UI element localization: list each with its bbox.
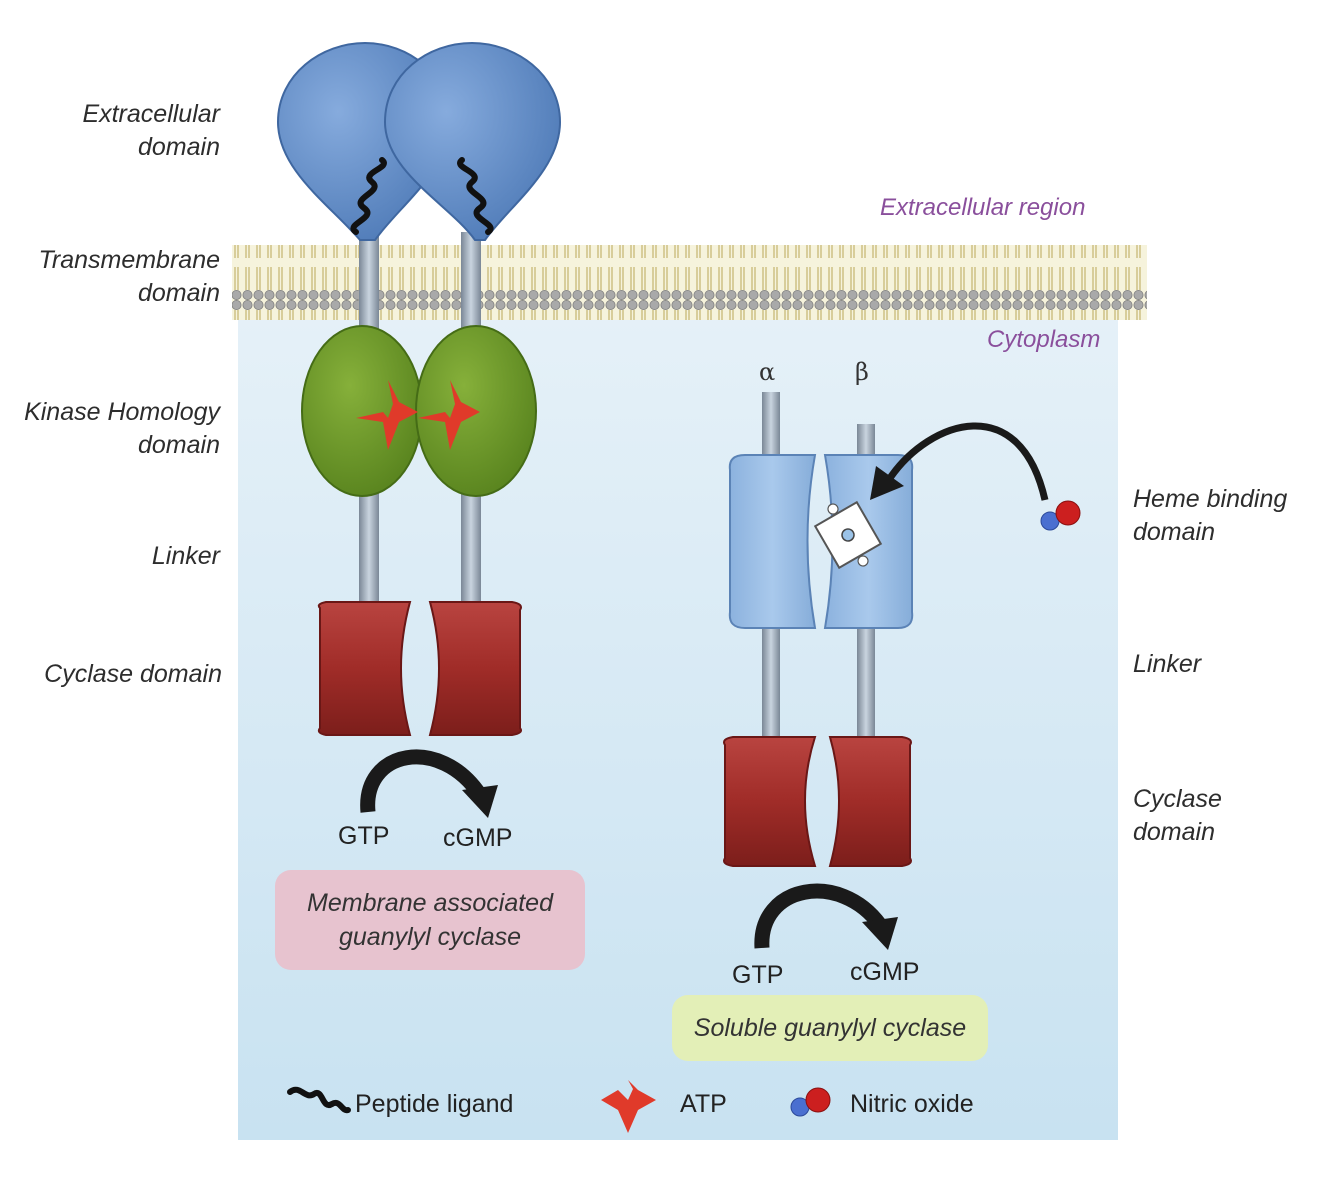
extracellular-domain-right xyxy=(383,41,562,241)
heme-group xyxy=(813,500,883,570)
cyclase-domain-beta xyxy=(828,736,912,867)
nitric-oxide-arrowhead xyxy=(870,466,904,500)
soluble-cyclase-title-box: Soluble guanylyl cyclase xyxy=(672,995,988,1061)
legend-nitric-oxide-label: Nitric oxide xyxy=(850,1090,974,1118)
label-transmembrane-domain: Transmembrane domain xyxy=(38,246,220,307)
nitric-oxide-o xyxy=(1055,500,1081,526)
reaction-arrow-soluble xyxy=(754,883,887,949)
label-cytoplasm: Cytoplasm xyxy=(987,326,1101,353)
legend-peptide-ligand-label: Peptide ligand xyxy=(355,1090,514,1118)
label-kinase-homology-domain: Kinase Homology domain xyxy=(24,398,220,459)
membrane-guanylyl-cyclase xyxy=(276,41,562,818)
transmembrane-stalk-left xyxy=(359,232,379,332)
nitric-oxide-arrow xyxy=(887,422,1049,501)
transmembrane-stalk-right xyxy=(461,232,481,332)
cyclase-domain-left xyxy=(317,601,412,736)
membrane-cgmp-label: cGMP xyxy=(443,824,513,852)
lipid-bilayer xyxy=(232,245,1147,320)
membrane-cyclase-title-box: Membrane associated guanylyl cyclase xyxy=(275,870,585,970)
cyclase-domain-right xyxy=(428,601,522,736)
peptide-ligand-right xyxy=(457,157,494,235)
atp-star-left xyxy=(356,380,418,450)
atp-star-right xyxy=(418,380,480,450)
legend-atp-icon xyxy=(601,1080,656,1133)
soluble-guanylyl-cyclase xyxy=(723,392,1081,950)
reaction-arrowhead-soluble xyxy=(862,917,898,950)
reaction-arrow-membrane xyxy=(360,749,487,813)
legend-nitric-oxide-o-icon xyxy=(805,1087,831,1113)
membrane-gtp-label: GTP xyxy=(338,822,390,850)
legend-peptide-ligand-icon xyxy=(287,1086,351,1114)
heme-domain-alpha xyxy=(728,454,817,629)
label-linker-left: Linker xyxy=(151,542,220,570)
label-heme-binding-domain: Heme binding domain xyxy=(1133,485,1288,546)
soluble-cgmp-label: cGMP xyxy=(850,958,920,986)
label-cyclase-domain-left: Cyclase domain xyxy=(44,660,222,688)
label-beta-subunit: β xyxy=(855,358,869,386)
cyclase-domain-alpha xyxy=(723,736,817,867)
label-cyclase-domain-right: Cyclase domain xyxy=(1133,785,1222,846)
reaction-arrowhead-membrane xyxy=(462,785,498,818)
peptide-ligand-left xyxy=(350,157,387,235)
linker-stalk-left xyxy=(359,490,379,610)
legend-atp-label: ATP xyxy=(680,1090,727,1118)
label-extracellular-region: Extracellular region xyxy=(880,194,1086,221)
label-alpha-subunit: α xyxy=(759,358,776,386)
label-extracellular-domain: Extracellular domain xyxy=(82,100,220,161)
linker-stalk-right xyxy=(461,490,481,610)
soluble-gtp-label: GTP xyxy=(732,961,784,989)
label-linker-right: Linker xyxy=(1133,650,1202,678)
